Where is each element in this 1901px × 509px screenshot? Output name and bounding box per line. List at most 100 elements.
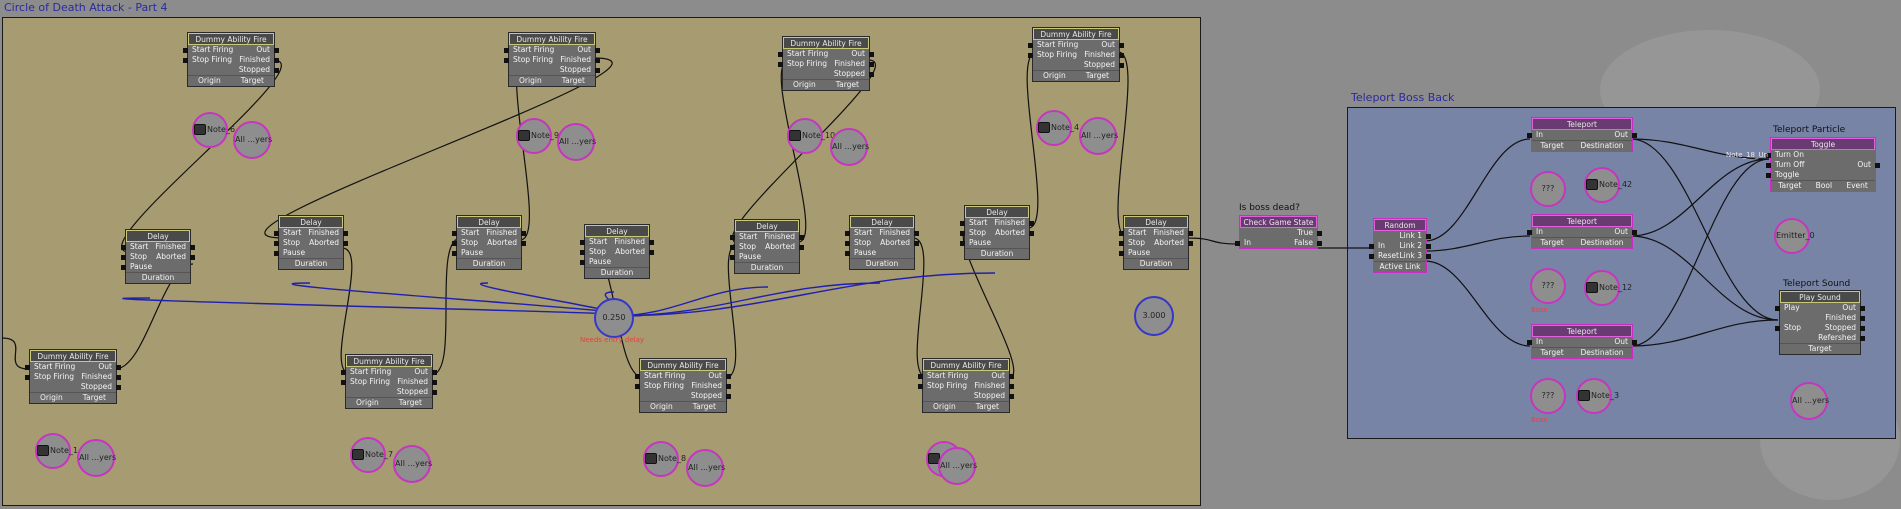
all-players-var-6[interactable]: All ...yers	[393, 445, 432, 483]
output-pin[interactable]	[1188, 230, 1193, 236]
all-players-var-sound[interactable]: All ...yers	[1790, 382, 1829, 420]
input-pin[interactable]	[452, 240, 457, 246]
input-pin[interactable]	[504, 57, 509, 63]
teleport-target-var-2[interactable]: ???	[1530, 268, 1566, 304]
object-var-note_0[interactable]: Note_6	[192, 112, 235, 148]
output-pin[interactable]	[1119, 52, 1124, 58]
input-pin[interactable]	[274, 240, 279, 246]
all-players-var-4[interactable]: All ...yers	[1079, 117, 1118, 155]
input-pin[interactable]	[1119, 240, 1124, 246]
all-players-var-2[interactable]: All ...yers	[557, 123, 596, 161]
all-players-var-8[interactable]: All ...yers	[938, 447, 977, 485]
output-pin[interactable]	[1188, 240, 1193, 246]
output-pin[interactable]	[595, 67, 600, 73]
output-pin[interactable]	[521, 240, 526, 246]
input-pin[interactable]	[1527, 132, 1532, 138]
input-pin[interactable]	[1235, 240, 1240, 246]
object-var-note_1[interactable]: Note_1	[35, 433, 78, 469]
output-pin[interactable]	[1029, 220, 1034, 226]
output-pin[interactable]	[1426, 243, 1431, 249]
all-players-var-1[interactable]: All ...yers	[233, 121, 272, 159]
output-pin[interactable]	[116, 384, 121, 390]
input-pin[interactable]	[730, 234, 735, 240]
input-pin[interactable]	[1766, 172, 1771, 178]
output-pin[interactable]	[595, 47, 600, 53]
input-pin[interactable]	[341, 369, 346, 375]
input-pin[interactable]	[960, 240, 965, 246]
input-pin[interactable]	[25, 374, 30, 380]
input-pin[interactable]	[1766, 152, 1771, 158]
input-pin[interactable]	[918, 373, 923, 379]
output-pin[interactable]	[343, 230, 348, 236]
output-pin[interactable]	[1029, 230, 1034, 236]
input-pin[interactable]	[25, 364, 30, 370]
output-pin[interactable]	[1317, 230, 1322, 236]
input-pin[interactable]	[274, 250, 279, 256]
output-pin[interactable]	[649, 239, 654, 245]
output-pin[interactable]	[869, 51, 874, 57]
output-pin[interactable]	[1860, 305, 1865, 311]
output-pin[interactable]	[432, 369, 437, 375]
input-pin[interactable]	[845, 230, 850, 236]
input-pin[interactable]	[1028, 52, 1033, 58]
input-pin[interactable]	[341, 379, 346, 385]
output-pin[interactable]	[1860, 335, 1865, 341]
input-pin[interactable]	[1028, 42, 1033, 48]
output-pin[interactable]	[116, 374, 121, 380]
object-var-note_4[interactable]: Note_4	[1036, 110, 1079, 146]
output-pin[interactable]	[1860, 315, 1865, 321]
output-pin[interactable]	[1009, 383, 1014, 389]
input-pin[interactable]	[183, 47, 188, 53]
object-var-note_9[interactable]: Note_9	[516, 118, 559, 154]
input-pin[interactable]	[1766, 162, 1771, 168]
output-pin[interactable]	[649, 249, 654, 255]
input-pin[interactable]	[1775, 305, 1780, 311]
output-pin[interactable]	[726, 383, 731, 389]
output-pin[interactable]	[1426, 253, 1431, 259]
float-var-delay-shared[interactable]: 0.250	[594, 298, 634, 338]
input-pin[interactable]	[960, 220, 965, 226]
output-pin[interactable]	[869, 71, 874, 77]
output-pin[interactable]	[274, 57, 279, 63]
teleport-target-var-3[interactable]: ???	[1530, 378, 1566, 414]
input-pin[interactable]	[1527, 229, 1532, 235]
output-pin[interactable]	[1860, 325, 1865, 331]
input-pin[interactable]	[580, 239, 585, 245]
input-pin[interactable]	[845, 240, 850, 246]
output-pin[interactable]	[274, 67, 279, 73]
output-pin[interactable]	[1632, 132, 1637, 138]
input-pin[interactable]	[1119, 250, 1124, 256]
output-pin[interactable]	[190, 254, 195, 260]
input-pin[interactable]	[504, 47, 509, 53]
output-pin[interactable]	[726, 373, 731, 379]
output-pin[interactable]	[869, 61, 874, 67]
teleport-dest-var-1[interactable]: Note_42	[1584, 167, 1632, 203]
object-var-note_7[interactable]: Note_7	[350, 437, 393, 473]
input-pin[interactable]	[452, 250, 457, 256]
output-pin[interactable]	[1009, 373, 1014, 379]
object-var-note_8[interactable]: Note_8	[643, 441, 686, 477]
output-pin[interactable]	[1009, 393, 1014, 399]
input-pin[interactable]	[274, 230, 279, 236]
output-pin[interactable]	[799, 234, 804, 240]
output-pin[interactable]	[343, 240, 348, 246]
teleport-dest-var-3[interactable]: Note_3	[1576, 378, 1619, 414]
input-pin[interactable]	[121, 254, 126, 260]
input-pin[interactable]	[1369, 253, 1374, 259]
input-pin[interactable]	[845, 250, 850, 256]
